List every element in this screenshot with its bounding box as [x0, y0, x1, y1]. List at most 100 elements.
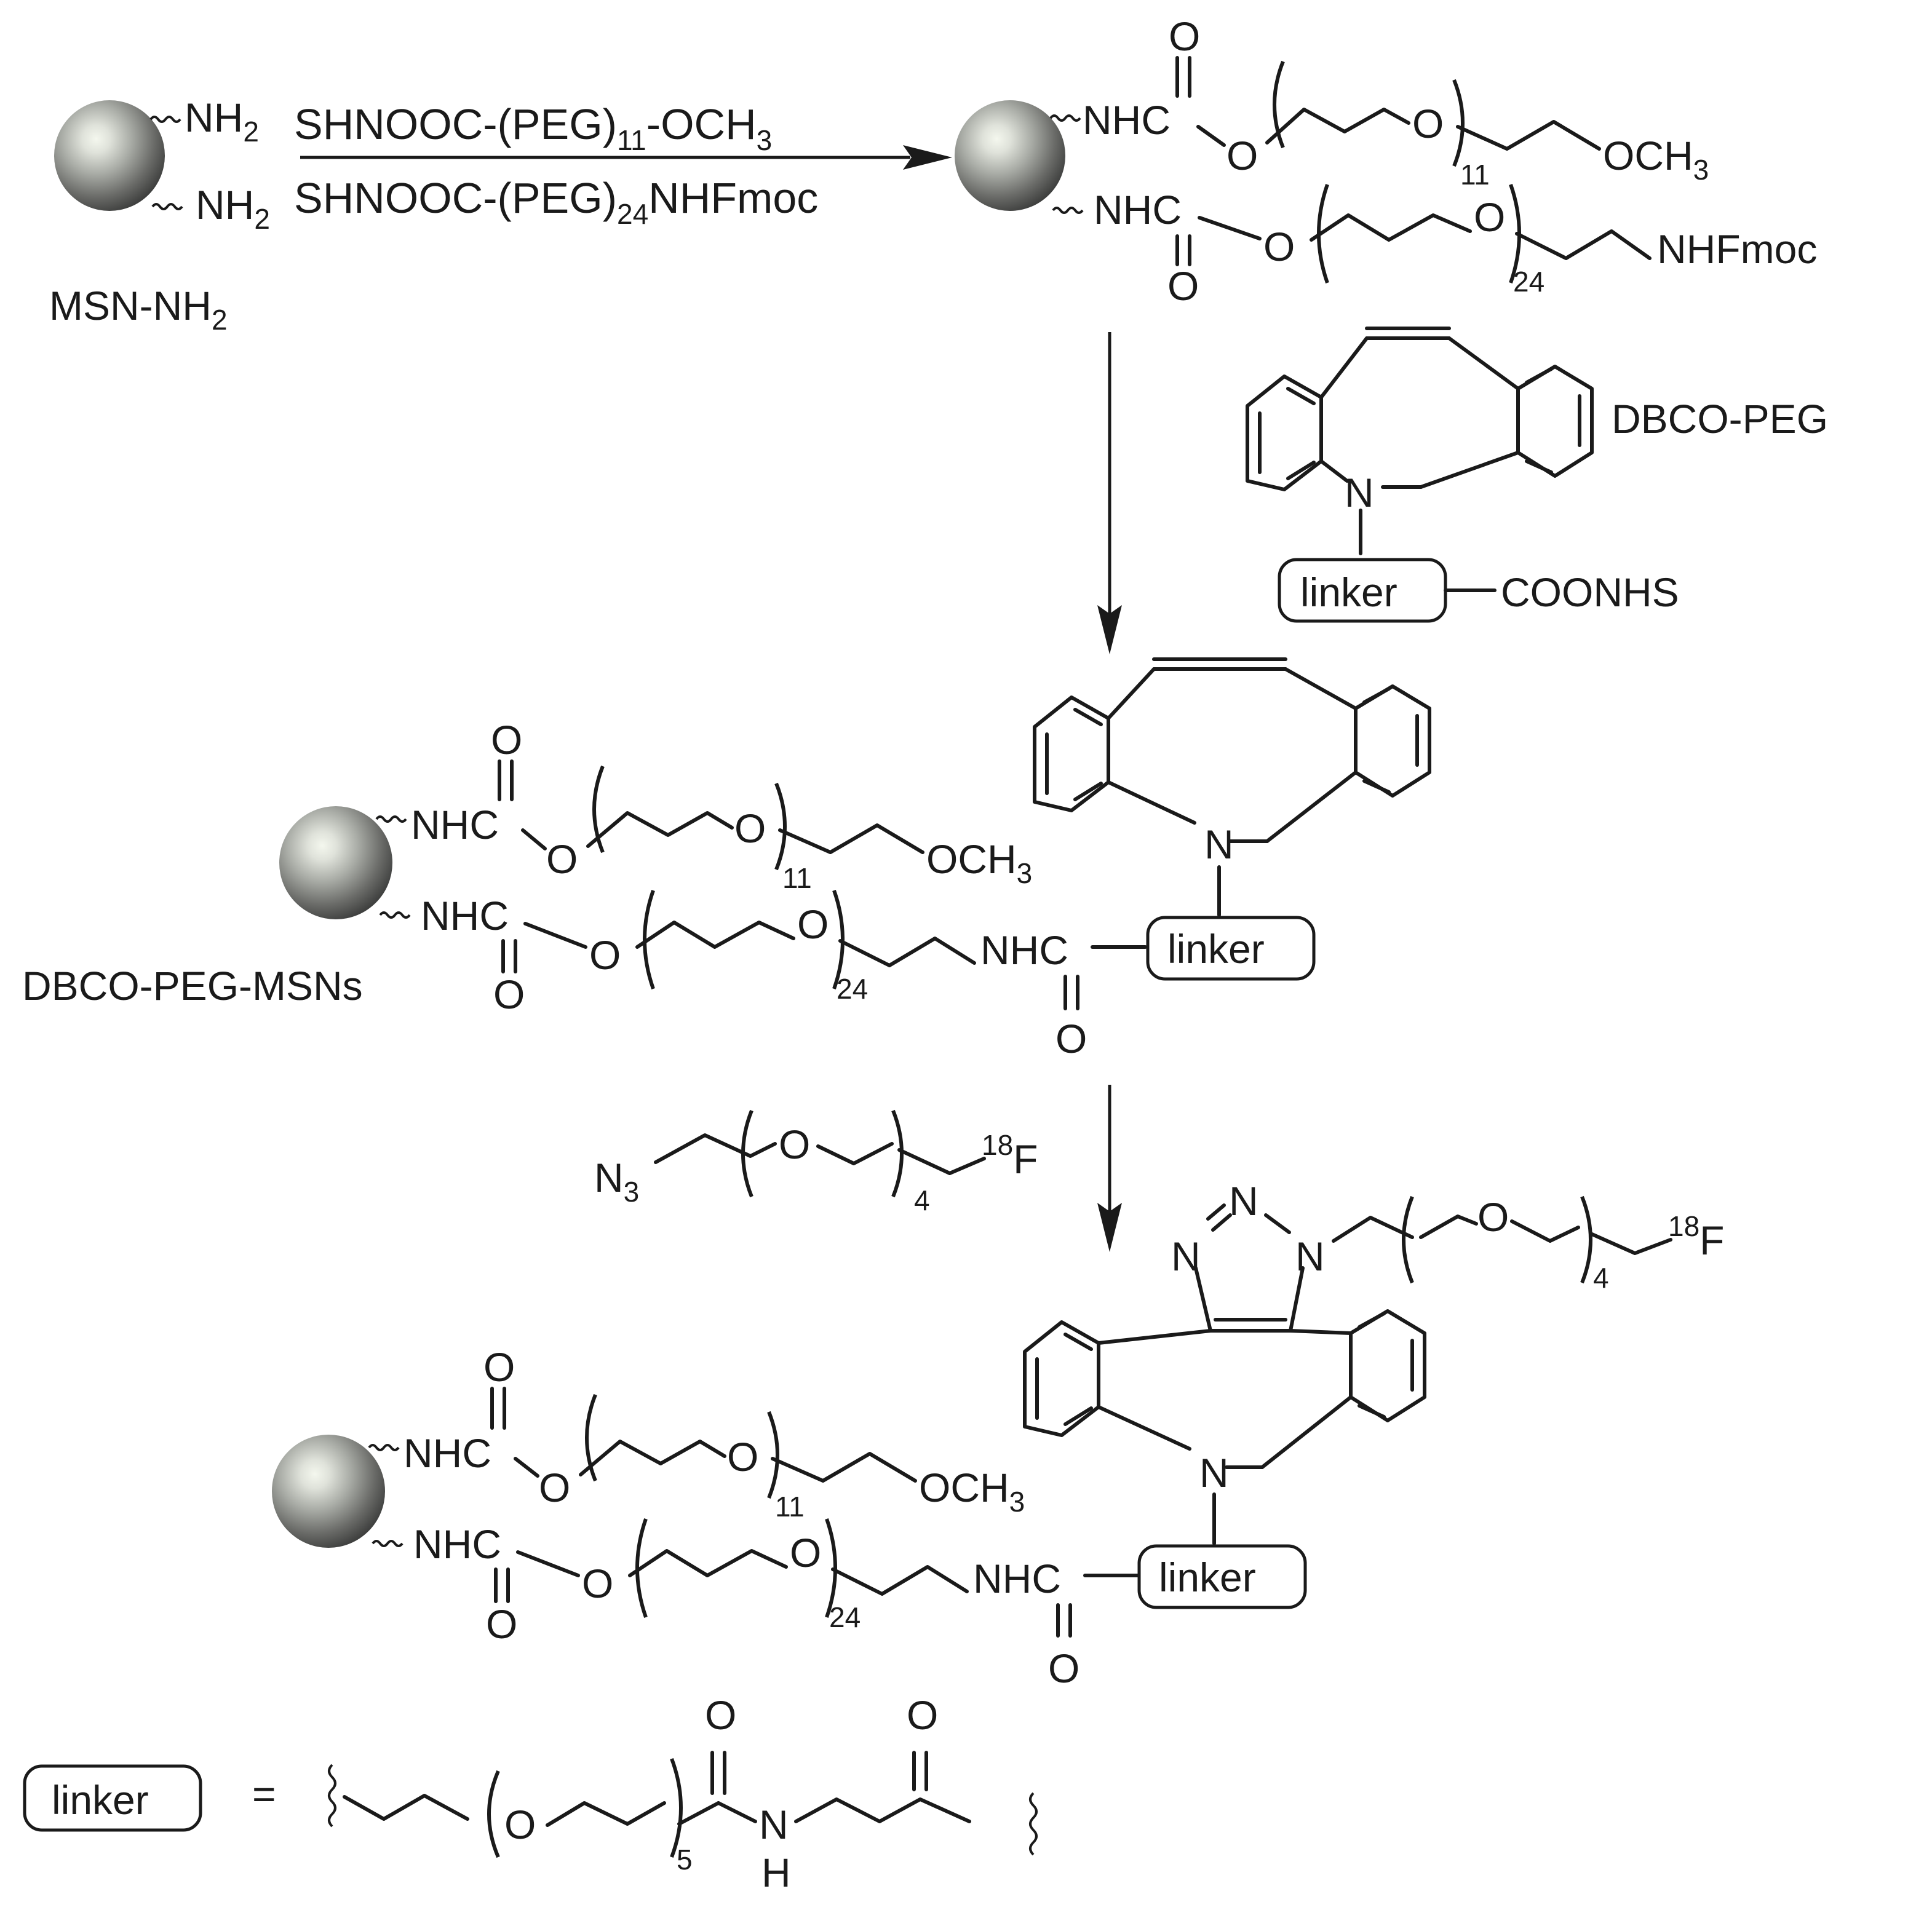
nanoparticle-sphere-1 [54, 100, 165, 211]
msn-nh2-label: MSN-NH [49, 283, 212, 328]
nhc-label: NHC [411, 802, 499, 847]
repeat-11: 11 [775, 1491, 805, 1523]
och3-label: OCH [919, 1465, 1009, 1510]
carbonyl-o: O [1167, 263, 1199, 309]
ether-o: O [734, 806, 766, 851]
nhc-label: NHC [1094, 187, 1182, 232]
repeat-4: 4 [1593, 1262, 1609, 1294]
repeat-11: 11 [782, 862, 812, 894]
carbonyl-o: O [483, 1344, 515, 1390]
ester-o: O [589, 932, 621, 978]
linker-box-label: linker [1300, 569, 1397, 615]
f18-mass: 18 [982, 1129, 1013, 1161]
n3-sub: 3 [624, 1176, 640, 1208]
svg-text:18F: 18F [982, 1129, 1038, 1182]
ether-o: O [1474, 194, 1505, 240]
svg-text:N3: N3 [594, 1155, 639, 1208]
ester-o: O [1263, 224, 1295, 269]
linker-legend-label: linker [52, 1777, 149, 1823]
svg-text:MSN-NH2: MSN-NH2 [49, 283, 228, 336]
reagent-1: SHNOOC-(PEG) [294, 100, 617, 148]
wavy-bond [151, 203, 183, 210]
n-atom: N [1204, 822, 1234, 867]
nanoparticle-sphere-3 [279, 806, 392, 919]
wavy-bond [375, 815, 407, 823]
nhc-label: NHC [413, 1521, 501, 1567]
nhc-label: NHC [1083, 97, 1171, 143]
ether-o: O [727, 1434, 758, 1480]
dbco-structure-2 [1033, 657, 1431, 981]
wavy-bond [372, 1540, 403, 1547]
nh2-sub: 2 [254, 203, 270, 235]
carbonyl-o: O [1048, 1646, 1079, 1691]
wavy-bond [1049, 114, 1081, 122]
reagent-1-tail: -OCH [646, 100, 757, 148]
n3-label: N [594, 1155, 624, 1200]
reagent-1-tail-sub: 3 [757, 124, 773, 156]
arrow-head [903, 145, 952, 170]
wavy-bond [328, 1764, 336, 1828]
ester-o: O [582, 1561, 613, 1606]
linker-box-label: linker [1167, 926, 1265, 972]
svg-text:SHNOOC-(PEG)24NHFmoc: SHNOOC-(PEG)24NHFmoc [294, 174, 818, 230]
ether-o: O [797, 902, 829, 947]
svg-text:18F: 18F [1668, 1210, 1725, 1263]
reagent-1-sub: 11 [617, 124, 646, 156]
nhc-label: NHC [973, 1556, 1061, 1601]
reagent-2-sub: 24 [617, 198, 648, 230]
och3-sub: 3 [1693, 154, 1709, 186]
amide-n: N [759, 1802, 789, 1847]
coonhs-label: COONHS [1501, 569, 1679, 615]
svg-text:NH2: NH2 [185, 95, 259, 148]
reagent-2-tail: NHFmoc [648, 174, 818, 222]
fluorine-label: F [1013, 1136, 1038, 1182]
nanoparticle-sphere-4 [272, 1435, 385, 1548]
wavy-bond [1052, 207, 1084, 214]
och3-sub: 3 [1009, 1486, 1025, 1518]
msn-nh2-sub: 2 [212, 304, 228, 336]
nh2-label: NH [196, 182, 254, 228]
nhc-label: NHC [980, 927, 1068, 973]
nhc-label: NHC [421, 893, 509, 938]
ester-o: O [546, 836, 578, 882]
nh2-sub: 2 [243, 116, 259, 148]
dbco-peg-label: DBCO-PEG [1612, 396, 1828, 442]
svg-text:OCH3: OCH3 [926, 836, 1032, 889]
ether-o: O [790, 1530, 821, 1575]
nh2-label: NH [185, 95, 243, 140]
wavy-bond [1029, 1792, 1038, 1856]
n-atom: N [1199, 1450, 1229, 1496]
wavy-bond [149, 116, 181, 123]
wavy-bond [379, 911, 411, 919]
svg-text:SHNOOC-(PEG)11-OCH3: SHNOOC-(PEG)11-OCH3 [294, 100, 772, 156]
och3-label: OCH [1603, 133, 1693, 178]
ether-o: O [1412, 101, 1444, 146]
repeat-24: 24 [837, 973, 868, 1005]
amide-h: H [761, 1850, 791, 1895]
repeat-24: 24 [1513, 266, 1544, 298]
equals-sign: = [252, 1771, 276, 1817]
triazole-dbco-structure [1023, 1203, 1426, 1609]
ester-o: O [1226, 133, 1258, 178]
dbco-peg-msns-label: DBCO-PEG-MSNs [22, 963, 363, 1008]
och3-label: OCH [926, 836, 1017, 882]
carbonyl-o: O [1169, 14, 1200, 59]
carbonyl-o: O [491, 717, 522, 763]
f18-mass: 18 [1668, 1210, 1699, 1242]
linker-box-label: linker [1159, 1555, 1256, 1600]
repeat-11: 11 [1460, 159, 1490, 191]
svg-text:OCH3: OCH3 [1603, 133, 1709, 186]
linker-legend-box [23, 1764, 202, 1832]
ether-o: O [779, 1122, 810, 1167]
fluorine-label: F [1699, 1218, 1724, 1263]
triazole-n: N [1295, 1234, 1325, 1279]
triazole-n: N [1229, 1178, 1258, 1224]
nanoparticle-sphere-2 [955, 100, 1065, 211]
ester-o: O [539, 1465, 570, 1510]
carbonyl-o: O [486, 1601, 517, 1647]
repeat-24: 24 [829, 1601, 861, 1633]
wavy-bond [368, 1444, 400, 1451]
reagent-2: SHNOOC-(PEG) [294, 174, 617, 222]
carbonyl-o: O [907, 1692, 938, 1738]
